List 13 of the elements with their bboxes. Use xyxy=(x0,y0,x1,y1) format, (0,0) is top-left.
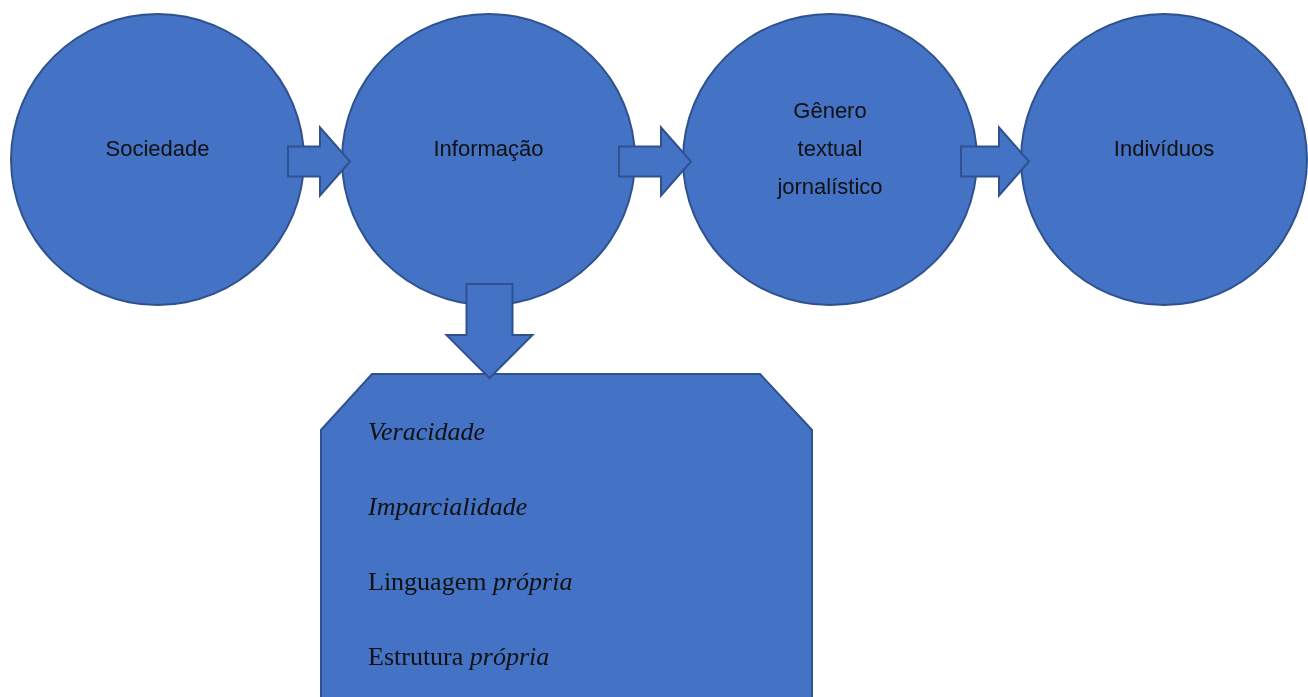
block-arrow xyxy=(444,283,535,380)
block-arrow xyxy=(960,124,1031,199)
block-arrow xyxy=(287,124,352,199)
list-item: Estrutura própria xyxy=(368,642,550,672)
node-label: Informação xyxy=(433,134,544,163)
octagon-box xyxy=(320,373,813,697)
node-label: Sociedade xyxy=(105,134,210,163)
block-arrow xyxy=(618,124,693,199)
node-label: Indivíduos xyxy=(1113,134,1215,163)
list-item: Veracidade xyxy=(368,417,485,447)
list-item: Linguagem própria xyxy=(368,567,573,597)
node-label: Gênero textual jornalístico xyxy=(776,96,884,201)
list-item: Imparcialidade xyxy=(368,492,528,522)
